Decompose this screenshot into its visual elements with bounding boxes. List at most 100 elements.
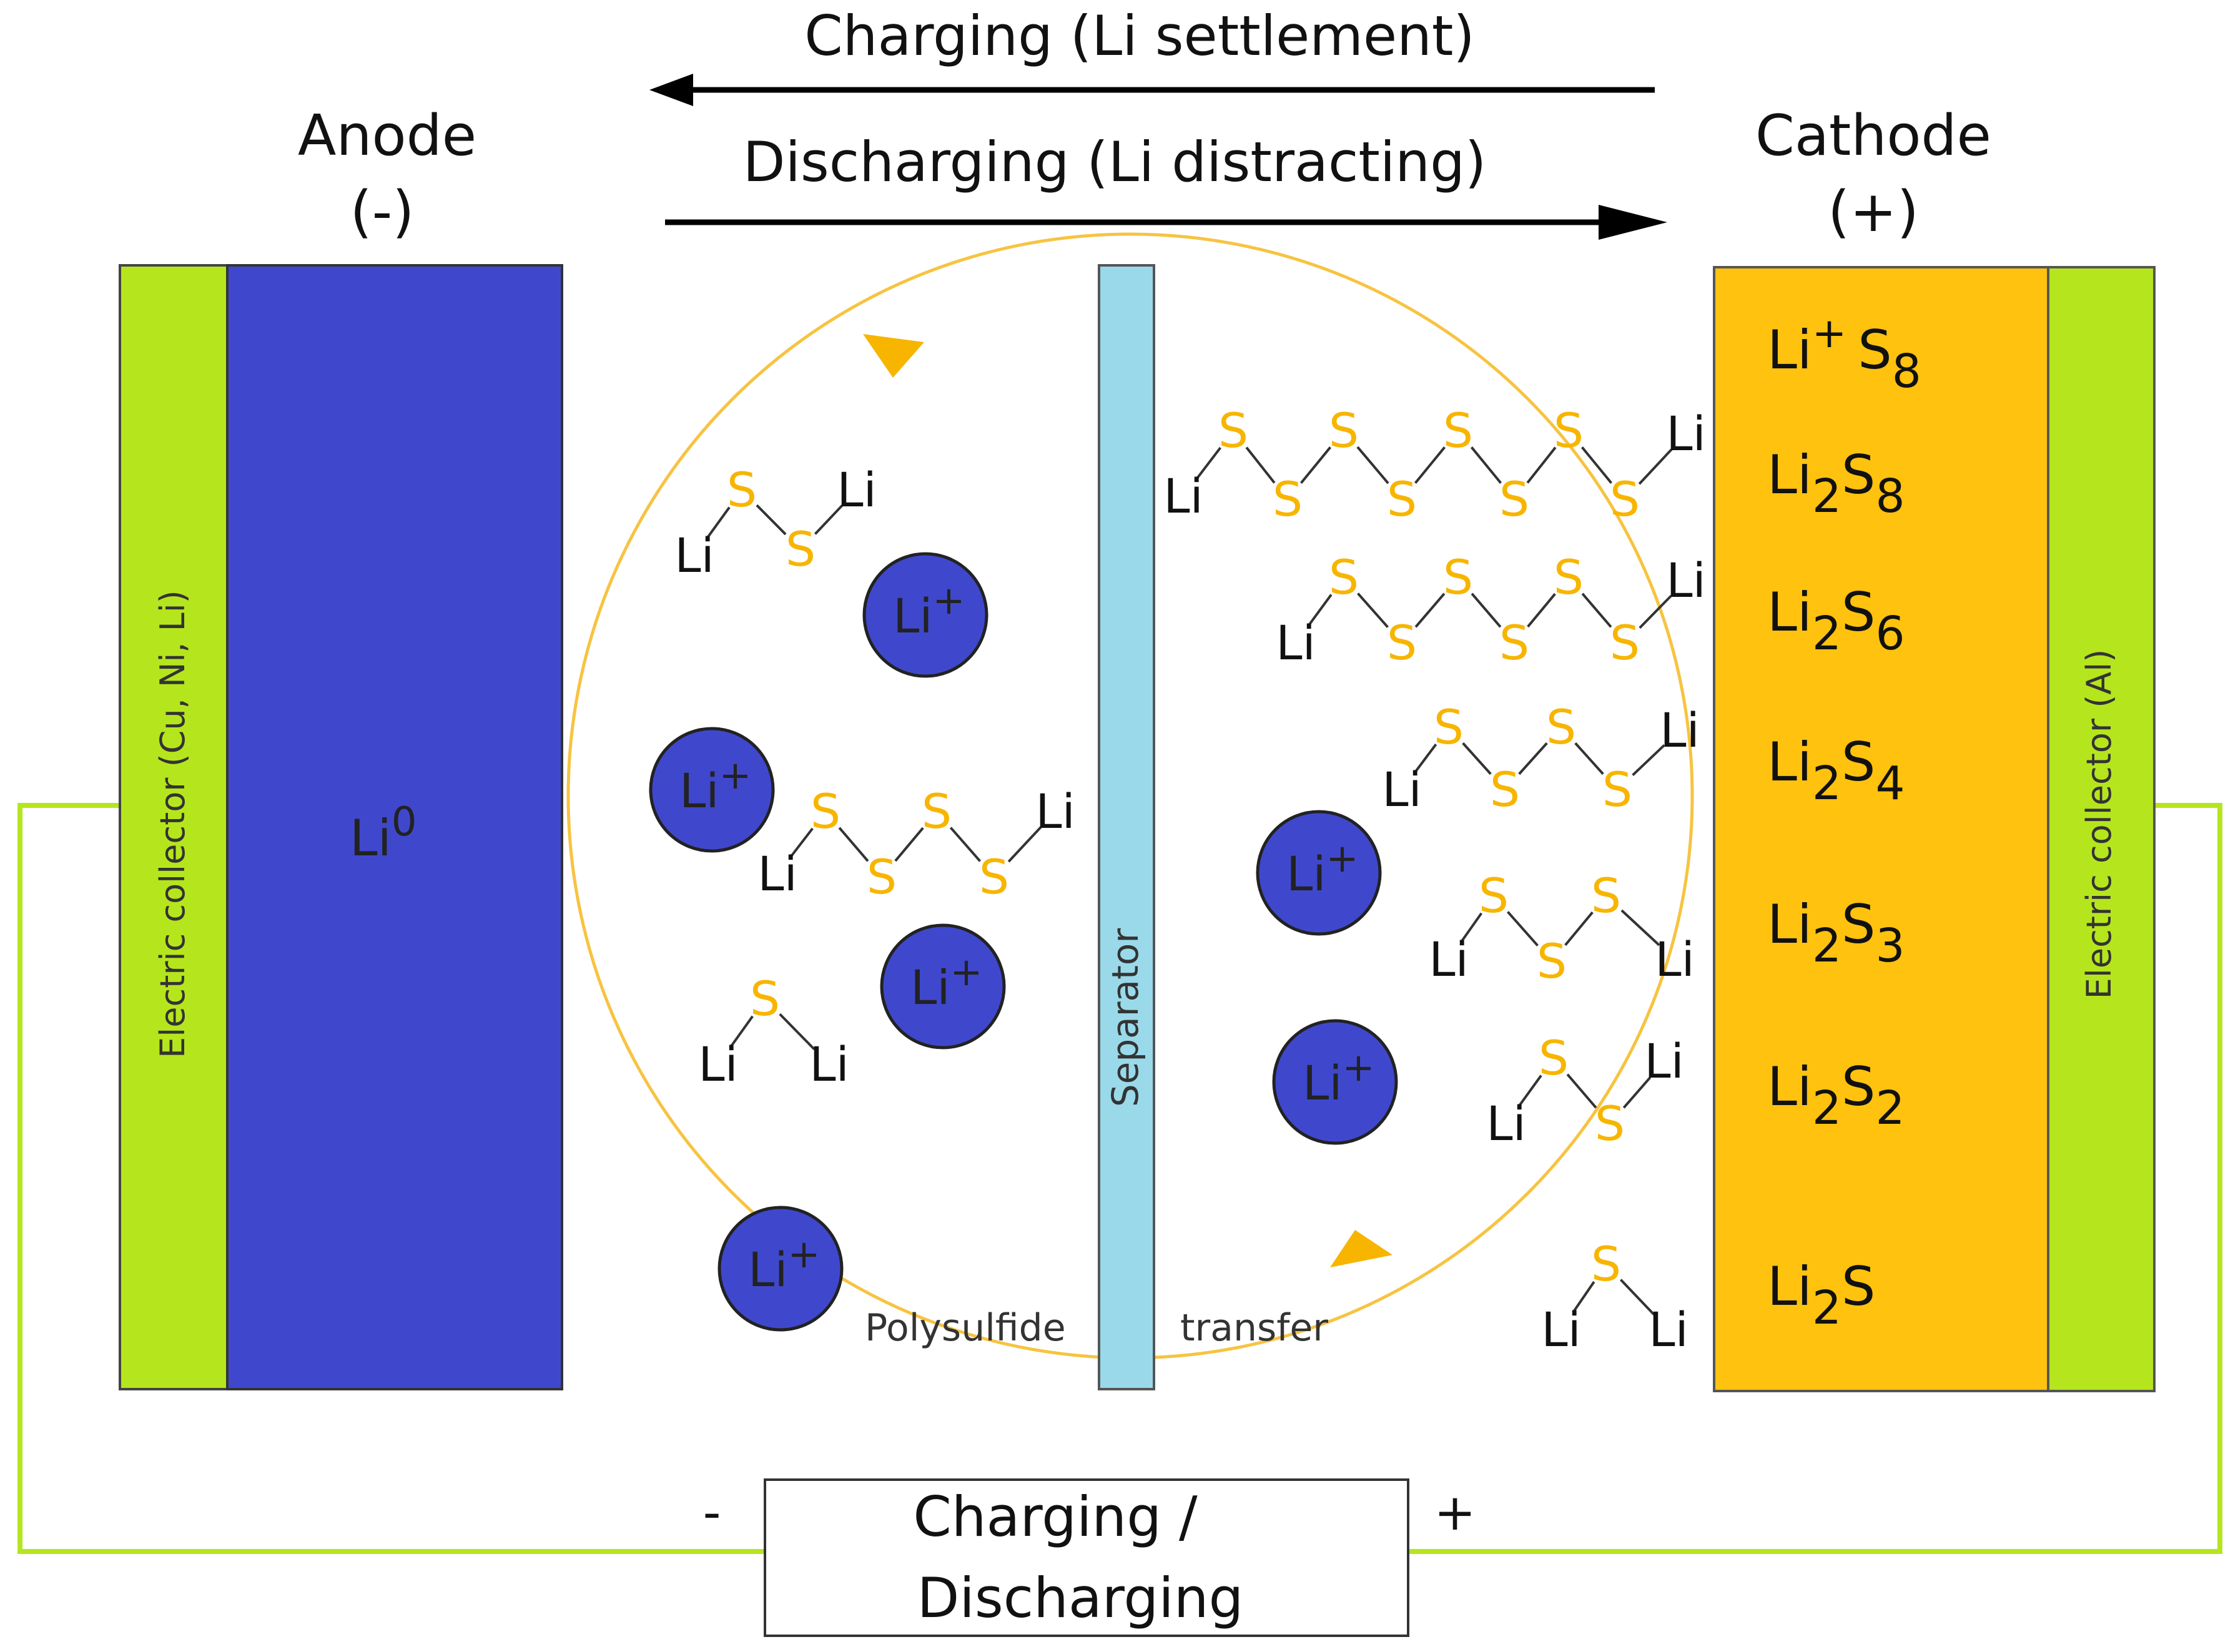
svg-text:S: S [1218,403,1248,458]
svg-text:S: S [1499,471,1529,527]
svg-text:S: S [1546,699,1576,755]
cathode-title: Cathode [1755,103,1991,169]
charging-discharging-box [764,1478,1409,1637]
anode-collector-label: Electric collector (Cu, Ni, Li) [153,590,192,1058]
svg-text:S: S [786,521,816,577]
circuit-minus: - [703,1483,721,1541]
transfer-label: transfer [1180,1306,1328,1350]
anode-collector [119,264,229,1390]
svg-text:S: S [979,849,1009,905]
lithium-ion-5: Li+ [717,1206,844,1332]
charging-arrowhead-icon [649,74,693,106]
cathode-species-0: Li+S8 [1767,309,1921,398]
svg-text:Li: Li [1276,615,1315,671]
cathode-species-4: Li2S3 [1767,893,1905,973]
cathode-sign: (+) [1828,179,1919,245]
svg-text:Li: Li [1163,468,1203,524]
svg-text:Li: Li [698,1036,737,1092]
svg-text:S: S [1490,762,1520,817]
anode-material: Li0 [350,799,417,867]
circuit-plus: + [1434,1483,1476,1541]
svg-text:Li+: Li+ [1286,835,1358,902]
svg-text:Li: Li [809,1036,849,1092]
svg-text:S: S [1610,471,1640,527]
svg-text:S: S [1443,403,1473,458]
svg-text:Li: Li [837,462,876,518]
svg-text:S: S [1610,615,1640,671]
svg-text:S: S [727,462,757,518]
anode-title: Anode [298,103,476,169]
lithium-ion-3: Li+ [1256,810,1382,936]
svg-text:S: S [867,849,897,905]
svg-text:S: S [1595,1096,1625,1151]
svg-text:S: S [1387,615,1417,671]
svg-text:S: S [1329,549,1359,605]
svg-text:S: S [750,971,780,1026]
svg-text:Li: Li [674,528,714,583]
svg-text:S: S [1329,403,1359,458]
cathode-electrode [1713,266,2049,1392]
polysulfide-label: Polysulfide [865,1306,1066,1350]
svg-text:Li: Li [1644,1033,1683,1089]
svg-text:S: S [811,784,840,839]
box-line-2: Discharging [917,1566,1244,1630]
svg-text:S: S [1554,403,1584,458]
svg-text:S: S [1539,1030,1569,1086]
svg-text:S: S [1479,868,1509,923]
box-line-1: Charging / [913,1485,1198,1549]
svg-text:S: S [922,784,952,839]
svg-text:Li: Li [1666,553,1705,608]
anode-electrode [226,264,563,1390]
lithium-ion-1: Li+ [649,727,775,853]
svg-text:S: S [1273,471,1303,527]
cathode-species-5: Li2S2 [1767,1056,1905,1135]
cycle-arrow-top-icon [863,334,924,378]
svg-text:S: S [1554,549,1584,605]
separator [1098,264,1155,1390]
cathode-collector [2047,266,2156,1392]
svg-text:Li: Li [1382,762,1421,817]
svg-text:Li+: Li+ [1303,1045,1374,1111]
svg-text:S: S [1499,615,1529,671]
anode-sign: (-) [350,179,415,245]
external-wire-left [17,803,765,1554]
svg-text:S: S [1591,1236,1621,1292]
svg-text:Li: Li [757,846,797,902]
svg-text:Li: Li [1429,932,1468,987]
svg-text:S: S [1537,933,1567,989]
svg-text:Li+: Li+ [910,949,982,1015]
svg-text:Li: Li [1649,1302,1688,1357]
svg-text:S: S [1443,549,1473,605]
lithium-ion-4: Li+ [1272,1019,1398,1145]
discharging-arrow-label: Discharging (Li distracting) [743,130,1487,194]
discharging-arrowhead-icon [1599,205,1667,240]
svg-text:Li: Li [1035,784,1075,839]
polysulfide-molecules: LiSSLiLiSSSSLiLiSLiLiSSSSSSSSLiLiSSSSSSL… [674,403,1705,1357]
svg-text:Li+: Li+ [748,1231,820,1297]
svg-text:S: S [1591,868,1621,923]
cathode-species-1: Li2S8 [1767,444,1905,523]
svg-text:S: S [1602,762,1632,817]
cathode-species-3: Li2S4 [1767,731,1905,810]
svg-text:Li: Li [1660,702,1699,758]
cycle-arrow-bottom-icon [1330,1230,1393,1267]
svg-text:Li: Li [1655,932,1694,987]
svg-text:Li+: Li+ [893,578,965,644]
cathode-collector-label: Electric collector (Al) [2079,649,2119,1000]
external-wire-right [1408,803,2222,1554]
cathode-species-2: Li2S6 [1767,581,1905,661]
separator-label: Separator [1104,928,1146,1107]
lithium-ion-0: Li+ [862,552,988,678]
cathode-species-6: Li2S [1767,1256,1876,1335]
